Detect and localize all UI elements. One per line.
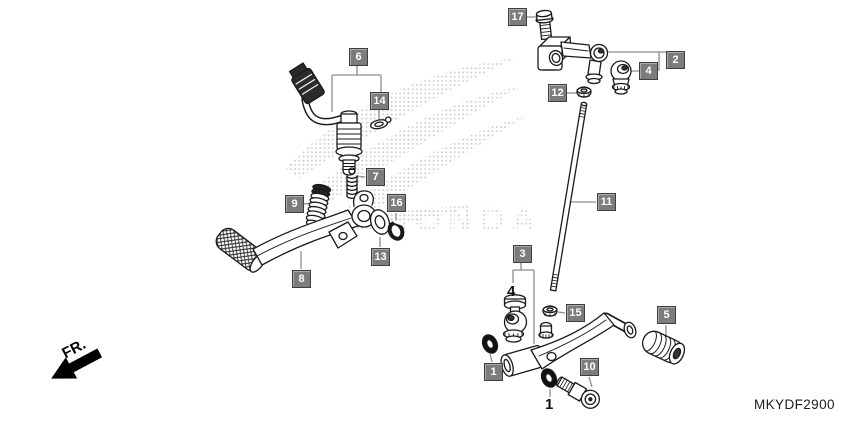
- callout-6[interactable]: 6: [349, 48, 368, 66]
- callout-13[interactable]: 13: [371, 248, 390, 266]
- fr-indicator: FR.: [51, 336, 103, 379]
- part-8-brake-pedal-drawing: [215, 190, 377, 273]
- part-6-brake-switch-drawing: [288, 62, 363, 176]
- part-1-dust-seal-left-drawing: [481, 334, 499, 354]
- fr-arrow-icon: [51, 348, 103, 379]
- part-4-lower-ball-joint-drawing: [502, 294, 528, 343]
- callout-14[interactable]: 14: [370, 92, 389, 110]
- part-shift-pedal-arm-drawing: [500, 312, 637, 377]
- leader-lines: [300, 16, 667, 397]
- part-5-pedal-rubber-drawing: [641, 330, 686, 365]
- watermark-text: HONDA: [383, 201, 543, 239]
- part-1-dust-seal-bottom-drawing: [540, 368, 558, 388]
- callout-10[interactable]: 10: [580, 358, 599, 376]
- part-4-upper-ball-joint-drawing: [610, 60, 632, 95]
- callout-2[interactable]: 2: [666, 51, 685, 69]
- label-part-1: 1: [545, 396, 554, 413]
- part-10-pivot-bolt-drawing: [555, 376, 601, 409]
- callout-9[interactable]: 9: [285, 195, 304, 213]
- callout-4[interactable]: 4: [639, 62, 658, 80]
- callout-5[interactable]: 5: [657, 306, 676, 324]
- part-11-shift-rod-drawing: [549, 101, 588, 292]
- part-7-spring-drawing: [346, 167, 358, 199]
- part-13-washer-drawing: [369, 209, 391, 235]
- callout-8[interactable]: 8: [292, 270, 311, 288]
- part-16-snap-ring-drawing: [387, 220, 405, 241]
- callout-15[interactable]: 15: [566, 304, 585, 322]
- part-14-clip-drawing: [370, 116, 392, 130]
- callout-17[interactable]: 17: [508, 8, 527, 26]
- callout-1[interactable]: 1: [484, 363, 503, 381]
- callout-12[interactable]: 12: [548, 84, 567, 102]
- callout-7[interactable]: 7: [366, 168, 385, 186]
- part-2-gearchange-arm-drawing: [537, 36, 609, 85]
- part-17-bolt-drawing: [535, 9, 554, 41]
- part-12-nut-drawing: [576, 86, 592, 98]
- callout-16[interactable]: 16: [387, 194, 406, 212]
- label-part-4: 4: [507, 283, 516, 300]
- part-15-nut-drawing: [542, 305, 558, 317]
- diagram-code: MKYDF2900: [754, 397, 835, 412]
- callout-11[interactable]: 11: [597, 193, 616, 211]
- callout-3[interactable]: 3: [513, 245, 532, 263]
